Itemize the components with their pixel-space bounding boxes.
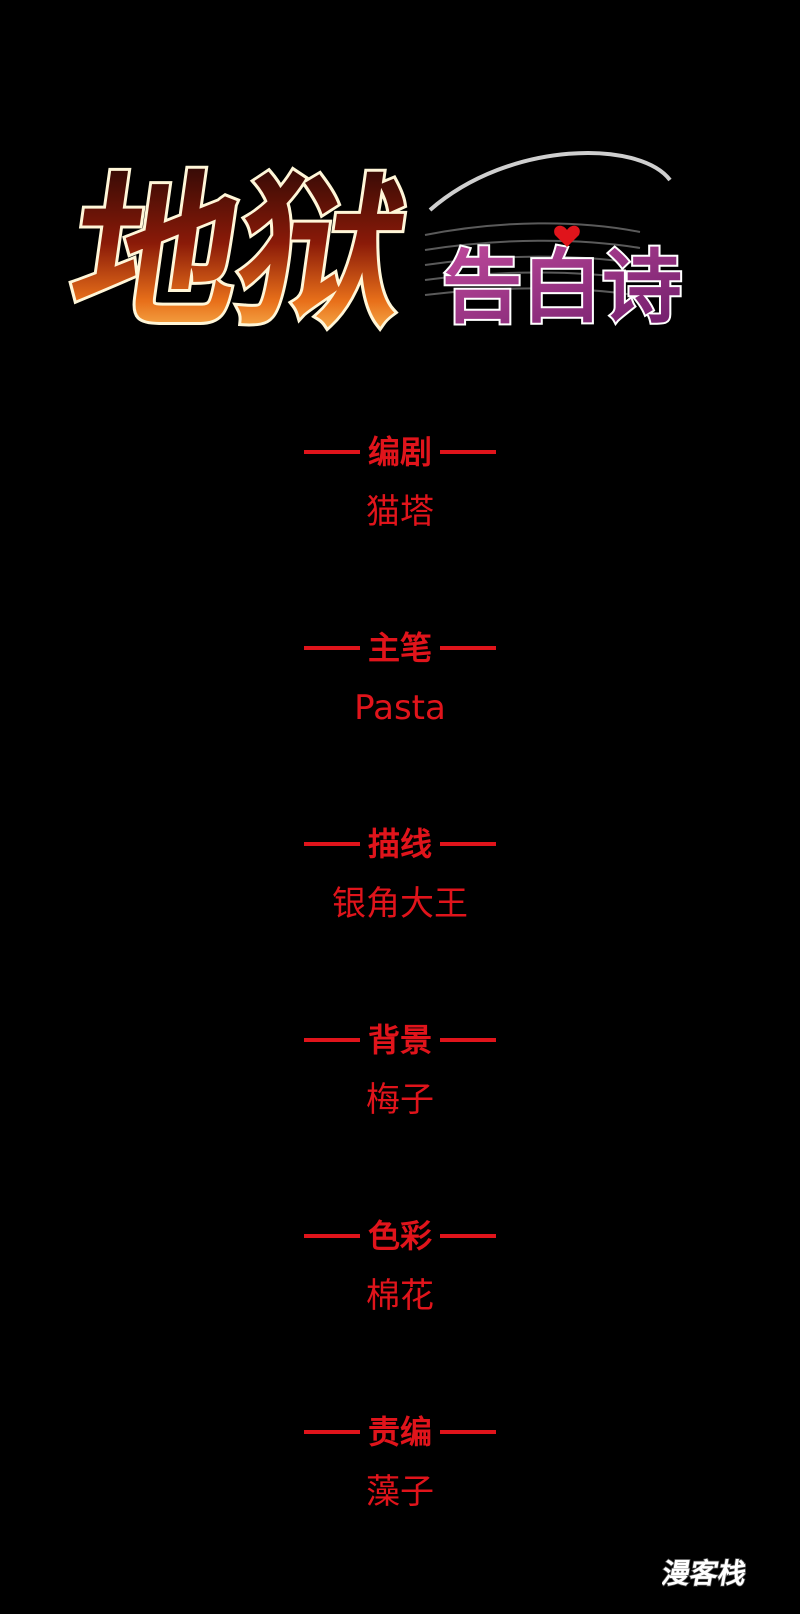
title-sub: 告白诗 xyxy=(442,241,682,334)
credit-lineart: 描线 银角大王 xyxy=(0,824,800,926)
divider-right xyxy=(440,1430,496,1434)
credit-role: 背景 xyxy=(0,1020,800,1060)
credit-lead-artist: 主笔 Pasta xyxy=(0,628,800,730)
credit-role: 描线 xyxy=(0,824,800,864)
credit-name: 藻子 xyxy=(366,1472,434,1512)
role-label: 背景 xyxy=(367,1021,432,1059)
credit-name: 猫塔 xyxy=(366,492,434,532)
divider-left xyxy=(303,646,360,650)
role-label: 主笔 xyxy=(367,629,432,667)
credit-editor: 责编 藻子 xyxy=(0,1412,800,1514)
divider-right xyxy=(440,1234,496,1238)
credit-screenplay: 编剧 猫塔 xyxy=(0,432,800,534)
credit-name: 梅子 xyxy=(366,1080,434,1120)
divider-right xyxy=(440,842,496,846)
credit-role: 主笔 xyxy=(0,628,800,668)
divider-left xyxy=(303,1430,360,1434)
heart-icon xyxy=(554,225,580,247)
divider-left xyxy=(303,1234,360,1238)
divider-left xyxy=(303,842,360,846)
watermark-text: 漫客栈 xyxy=(662,1557,749,1590)
title-main: 地狱 xyxy=(61,156,418,350)
credit-role: 编剧 xyxy=(0,432,800,472)
title-logo: 地狱 告白诗 xyxy=(58,140,720,360)
watermark-logo: 漫客栈 xyxy=(659,1552,774,1592)
credit-color: 色彩 棉花 xyxy=(0,1216,800,1318)
divider-right xyxy=(440,646,496,650)
divider-right xyxy=(440,450,496,454)
credit-role: 色彩 xyxy=(0,1216,800,1256)
credit-role: 责编 xyxy=(0,1412,800,1452)
title-logo-art: 地狱 告白诗 xyxy=(58,151,684,353)
role-label: 编剧 xyxy=(367,433,432,471)
credit-name: Pasta xyxy=(354,688,446,728)
role-label: 色彩 xyxy=(367,1217,432,1255)
role-label: 责编 xyxy=(367,1413,432,1451)
divider-right xyxy=(440,1038,496,1042)
credit-name: 棉花 xyxy=(366,1276,434,1316)
divider-left xyxy=(303,450,360,454)
role-label: 描线 xyxy=(367,825,432,863)
watermark-art: 漫客栈 xyxy=(659,1556,750,1590)
divider-left xyxy=(303,1038,360,1042)
credit-name: 银角大王 xyxy=(332,884,468,924)
credit-background: 背景 梅子 xyxy=(0,1020,800,1122)
